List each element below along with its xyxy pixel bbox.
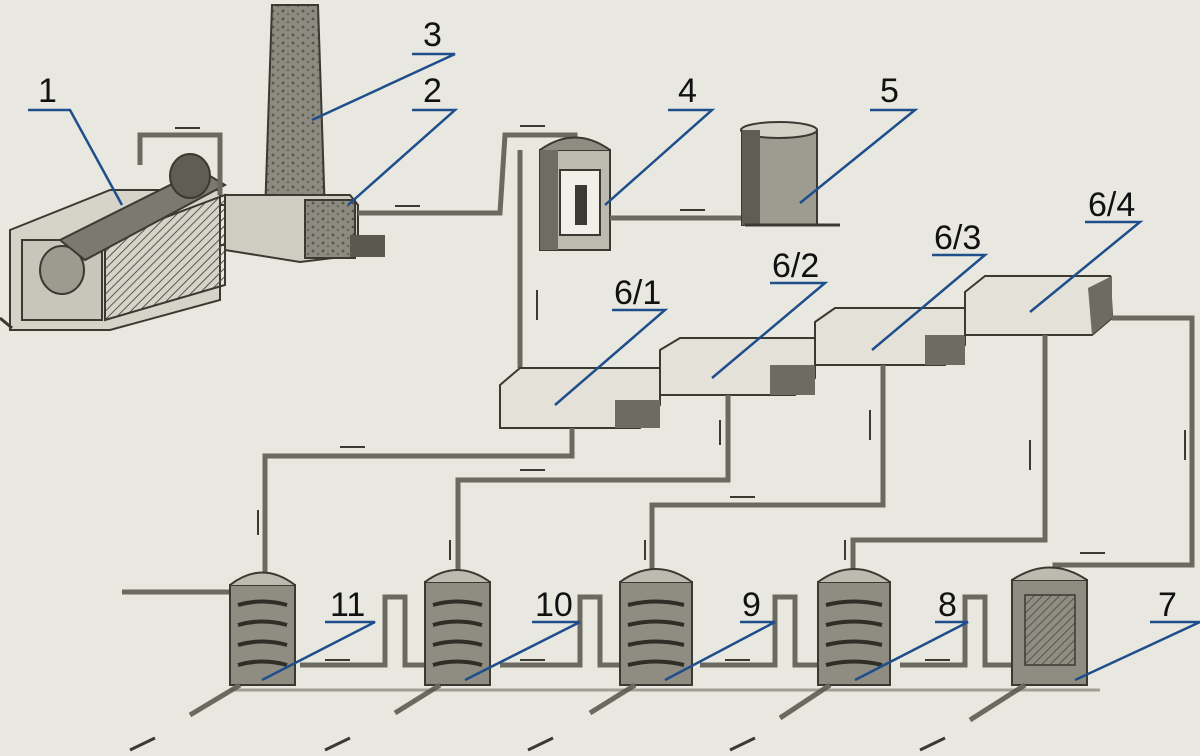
label-11: 11 — [330, 586, 366, 624]
tank-10 — [324, 569, 491, 752]
tank-7 — [919, 566, 1088, 752]
chimney — [263, 4, 327, 216]
label-6-4: 6/4 — [1088, 186, 1136, 224]
tank-9 — [527, 568, 693, 752]
label-6-1: 6/1 — [614, 274, 662, 312]
label-6-2: 6/2 — [772, 247, 820, 285]
label-7: 7 — [1158, 586, 1177, 624]
label-2: 2 — [423, 72, 442, 110]
pipes-between-tanks — [122, 589, 1015, 668]
label-8: 8 — [938, 586, 957, 624]
flow-arrows — [175, 127, 1186, 661]
storage-tank — [740, 121, 840, 227]
leader-lines — [28, 52, 1200, 682]
label-6-3: 6/3 — [934, 219, 982, 257]
label-5: 5 — [880, 72, 899, 110]
label-9: 9 — [742, 586, 761, 624]
label-3: 3 — [423, 16, 442, 54]
flue-box — [224, 194, 385, 264]
label-10: 10 — [535, 586, 573, 624]
absorber-tank — [539, 136, 611, 251]
label-4: 4 — [678, 72, 697, 110]
label-1: 1 — [38, 72, 57, 110]
